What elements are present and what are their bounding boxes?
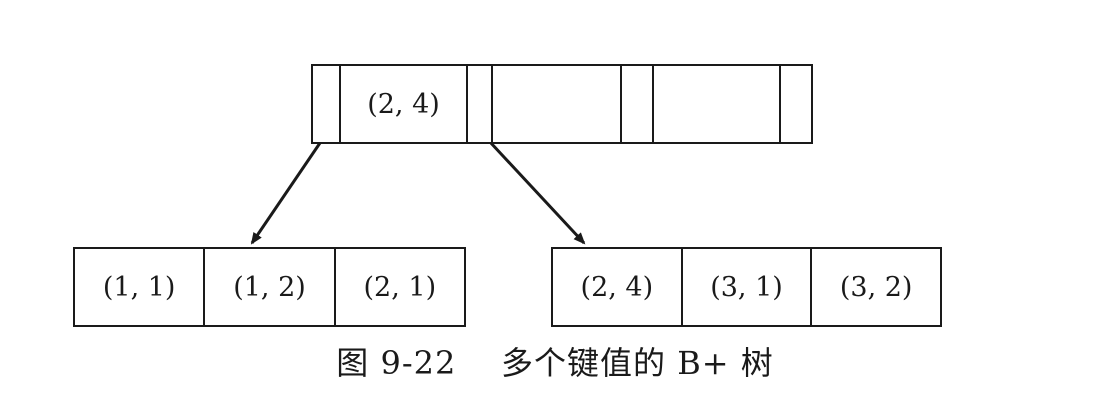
root-node: (2, 4) <box>311 64 813 144</box>
root-pointer-3 <box>779 66 811 142</box>
root-key-2 <box>652 66 779 142</box>
root-pointer-0 <box>313 66 339 142</box>
arrow-to-left-leaf <box>250 139 324 245</box>
leaf-left-key-2: (2, 1) <box>333 249 464 325</box>
root-key-1 <box>491 66 620 142</box>
leaf-left-key-0: (1, 1) <box>102 271 176 303</box>
root-key-0: (2, 4) <box>339 66 466 142</box>
leaf-node-left: (1, 1) (1, 2) (2, 1) <box>73 247 466 327</box>
root-pointer-2 <box>620 66 652 142</box>
leaf-right-key-0: (2, 4) <box>580 271 654 303</box>
leaf-node-right: (2, 4) (3, 1) (3, 2) <box>551 247 942 327</box>
leaf-right-key-1: (3, 1) <box>680 249 811 325</box>
arrow-to-right-leaf <box>488 140 586 245</box>
leaf-left-key-1: (1, 2) <box>203 249 333 325</box>
figure-caption: 图 9-22 多个键值的 B+ 树 <box>336 344 774 382</box>
leaf-right-key-2: (3, 2) <box>810 249 940 325</box>
root-pointer-1 <box>466 66 491 142</box>
